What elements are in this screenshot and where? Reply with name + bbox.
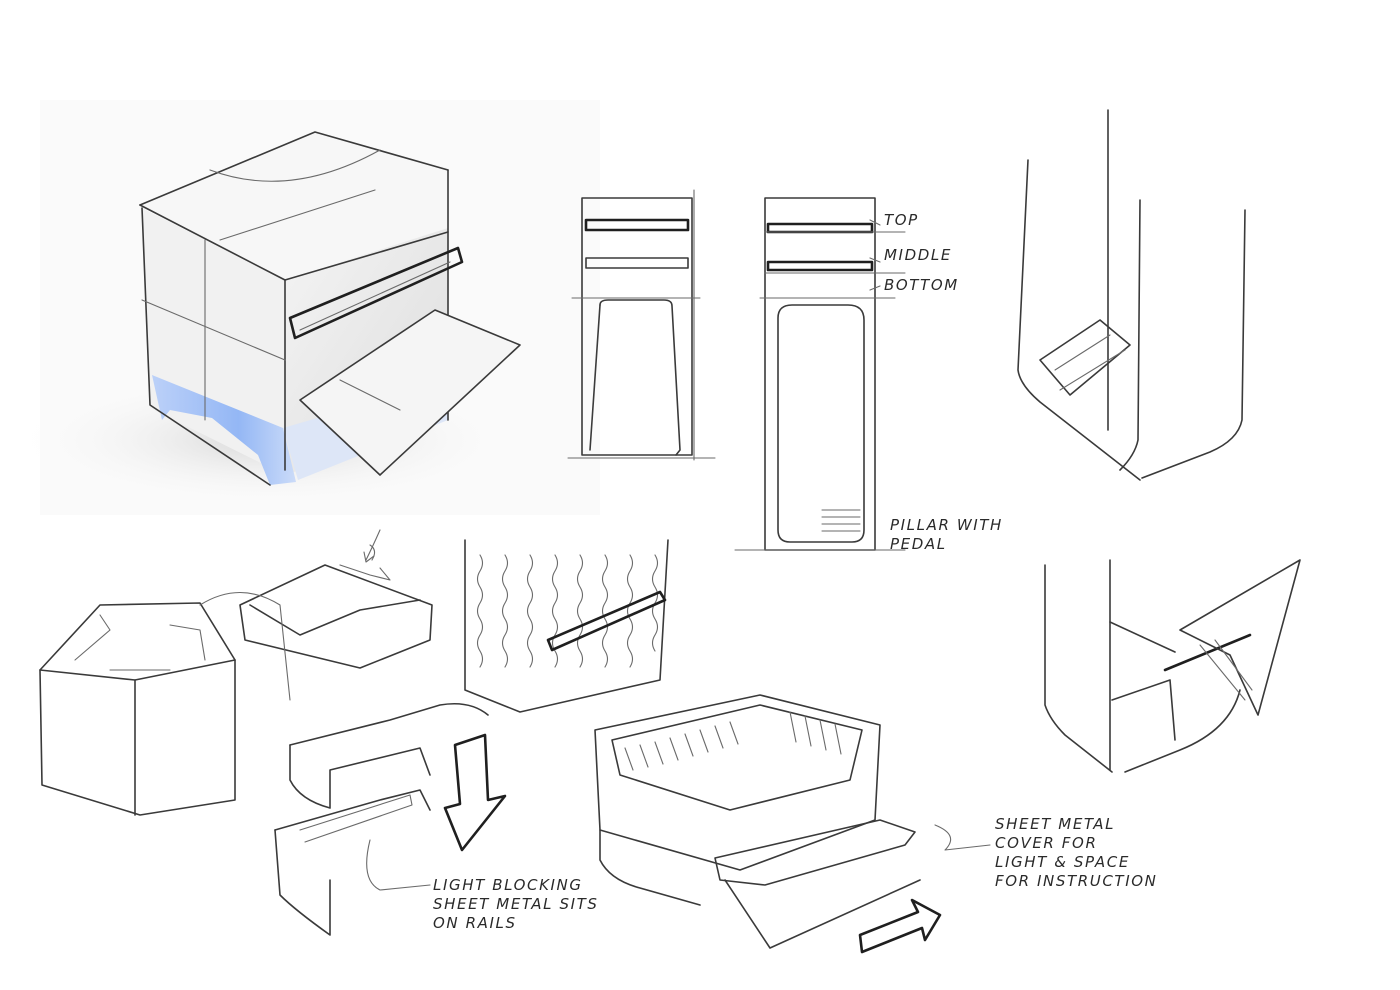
label-middle: MIDDLE	[884, 246, 952, 264]
label-light-blocking: LIGHT BLOCKING SHEET METAL SITS ON RAILS	[433, 876, 599, 932]
front-elevation	[567, 189, 716, 461]
wavy-panel	[464, 539, 669, 713]
label-top: TOP	[884, 211, 919, 229]
cube-cutout	[39, 602, 236, 816]
arrow-indicator	[363, 529, 381, 563]
tray-box	[594, 694, 991, 954]
pillar-closeup	[1017, 109, 1246, 481]
rendered-unit	[10, 100, 600, 515]
lid-piece	[199, 544, 433, 701]
pillar-flap	[1044, 559, 1301, 773]
side-elevation	[734, 197, 906, 551]
label-sheet-metal-cover: SHEET METAL COVER FOR LIGHT & SPACE FOR …	[995, 815, 1158, 890]
label-pillar-with-pedal: PILLAR WITH PEDAL	[890, 516, 1003, 553]
label-bottom: BOTTOM	[884, 276, 959, 294]
rail-assembly	[274, 702, 507, 936]
